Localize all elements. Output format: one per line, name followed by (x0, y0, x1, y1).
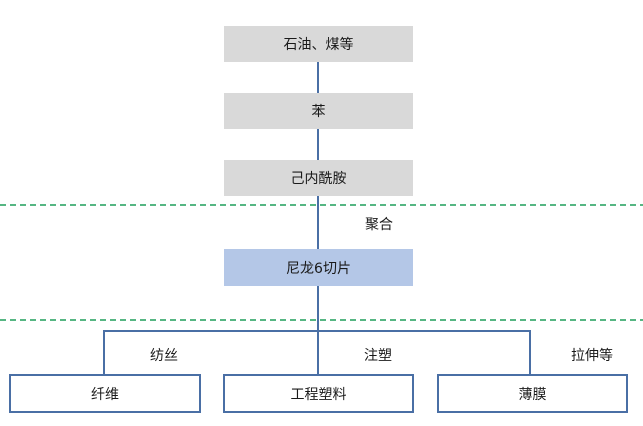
node-raw-materials: 石油、煤等 (224, 26, 413, 62)
node-film: 薄膜 (437, 374, 628, 413)
label-injection: 注塑 (364, 348, 392, 364)
label-polymerization: 聚合 (365, 217, 393, 233)
node-fiber: 纤维 (9, 374, 201, 413)
node-engineering-plastic: 工程塑料 (223, 374, 414, 413)
node-benzene: 苯 (224, 93, 413, 129)
node-nylon6-chip: 尼龙6切片 (224, 249, 413, 286)
node-caprolactam: 己内酰胺 (224, 160, 413, 196)
label-stretching: 拉伸等 (571, 348, 613, 364)
label-spinning: 纺丝 (150, 348, 178, 364)
